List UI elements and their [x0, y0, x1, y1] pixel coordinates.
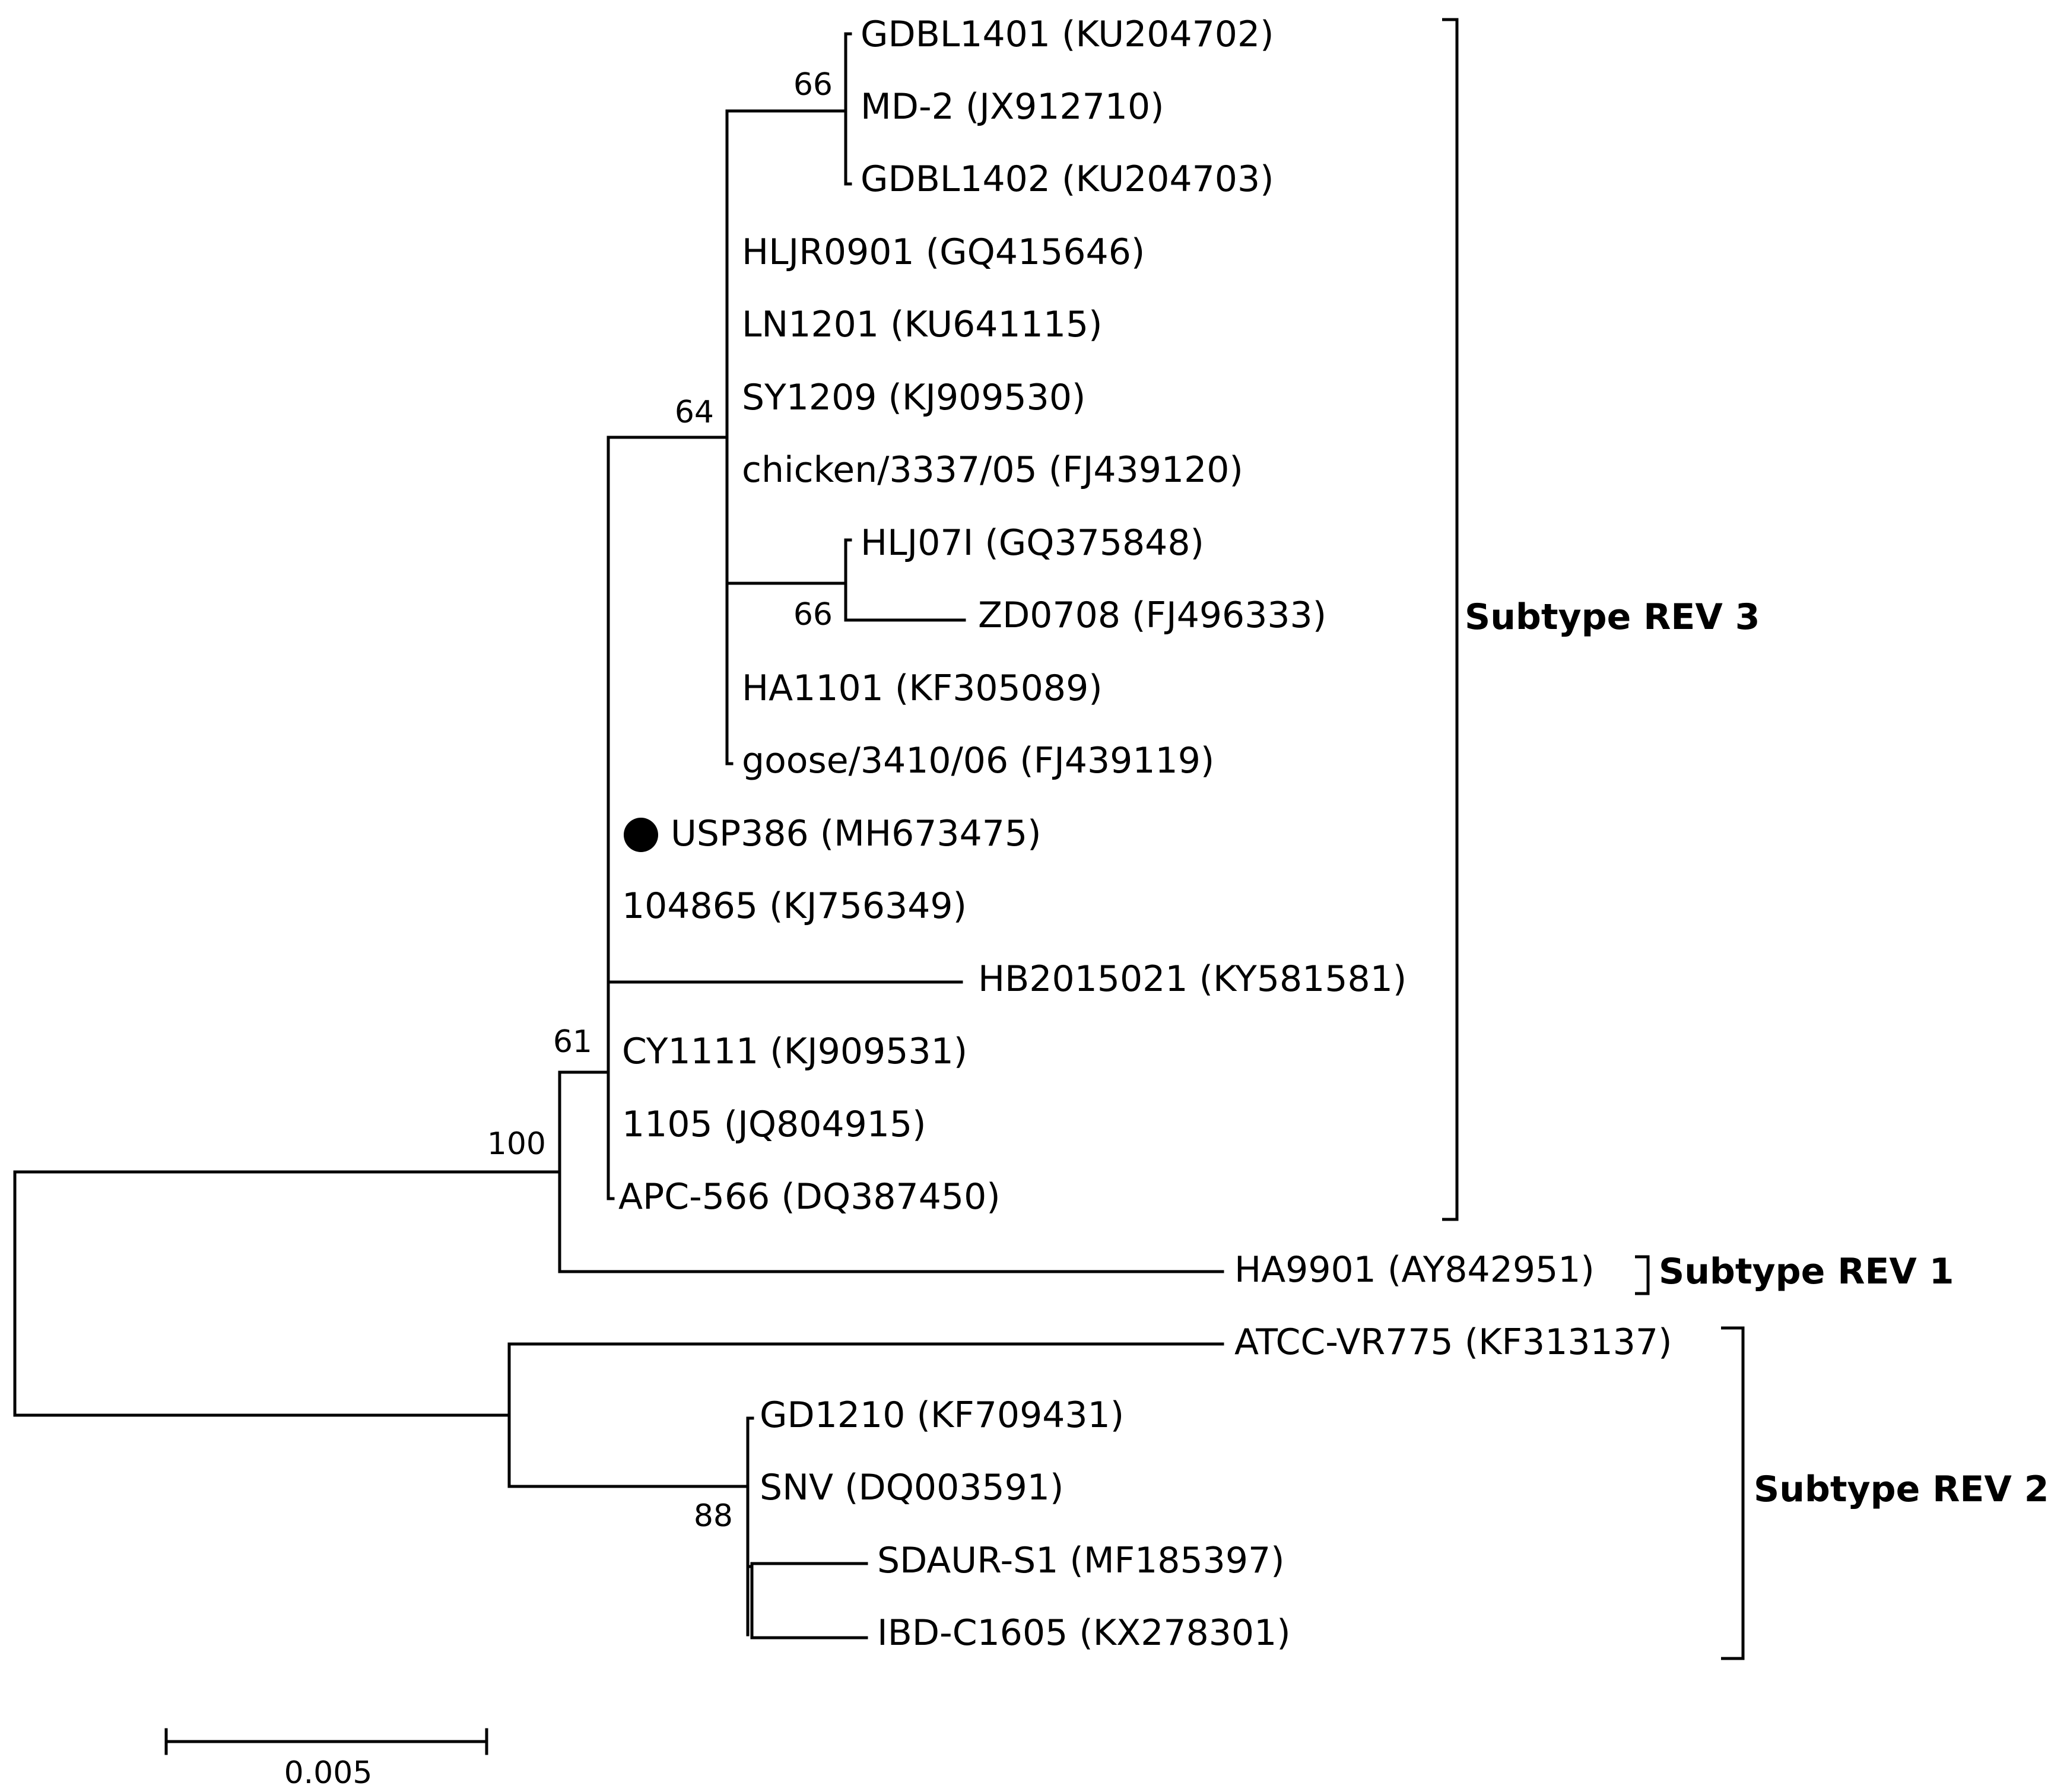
taxon-label: 1105 (JQ804915) — [622, 1104, 926, 1145]
taxon-label: APC-566 (DQ387450) — [618, 1176, 1001, 1218]
taxon-label: MD-2 (JX912710) — [861, 86, 1164, 128]
taxon-label: SDAUR-S1 (MF185397) — [877, 1540, 1285, 1581]
subtype-rev2-bracket — [1721, 1326, 1745, 1660]
bootstrap-value: 88 — [694, 1498, 733, 1534]
taxon-label: HB2015021 (KY581581) — [978, 958, 1407, 1000]
bootstrap-value: 61 — [553, 1024, 592, 1060]
subtype-rev3-label: Subtype REV 3 — [1465, 596, 1760, 638]
taxon-label: SNV (DQ003591) — [760, 1467, 1063, 1508]
bootstrap-value: 100 — [487, 1126, 546, 1162]
taxon-label: ZD0708 (FJ496333) — [978, 595, 1326, 636]
subtype-rev2-label: Subtype REV 2 — [1754, 1469, 2049, 1510]
taxon-label: HLJ07I (GQ375848) — [861, 522, 1204, 564]
subtype-rev3-bracket — [1442, 18, 1459, 1221]
highlight-dot-icon — [624, 818, 658, 852]
taxon-label: GD1210 (KF709431) — [760, 1394, 1124, 1436]
taxon-label: chicken/3337/05 (FJ439120) — [742, 449, 1243, 491]
taxon-label-highlighted: USP386 (MH673475) — [671, 813, 1042, 854]
bootstrap-value: 66 — [793, 597, 833, 633]
bootstrap-value: 66 — [793, 67, 833, 103]
subtype-rev1-label: Subtype REV 1 — [1659, 1251, 1954, 1292]
taxon-label: IBD-C1605 (KX278301) — [877, 1612, 1291, 1654]
taxon-label: ATCC-VR775 (KF313137) — [1234, 1321, 1672, 1363]
taxon-label: goose/3410/06 (FJ439119) — [742, 740, 1214, 781]
taxon-label: HLJR0901 (GQ415646) — [742, 231, 1145, 273]
bootstrap-value: 64 — [675, 395, 714, 430]
taxon-label: LN1201 (KU641115) — [742, 304, 1103, 345]
taxon-label: SY1209 (KJ909530) — [742, 377, 1085, 418]
subtype-rev1-bracket — [1635, 1255, 1650, 1295]
taxon-label: CY1111 (KJ909531) — [622, 1031, 967, 1072]
taxon-label: GDBL1402 (KU204703) — [861, 158, 1274, 200]
taxon-label: 104865 (KJ756349) — [622, 885, 967, 927]
taxon-label: HA1101 (KF305089) — [742, 668, 1103, 709]
taxon-label: HA9901 (AY842951) — [1234, 1249, 1595, 1291]
taxon-label: GDBL1401 (KU204702) — [861, 14, 1274, 55]
scale-bar-label: 0.005 — [284, 1755, 373, 1791]
